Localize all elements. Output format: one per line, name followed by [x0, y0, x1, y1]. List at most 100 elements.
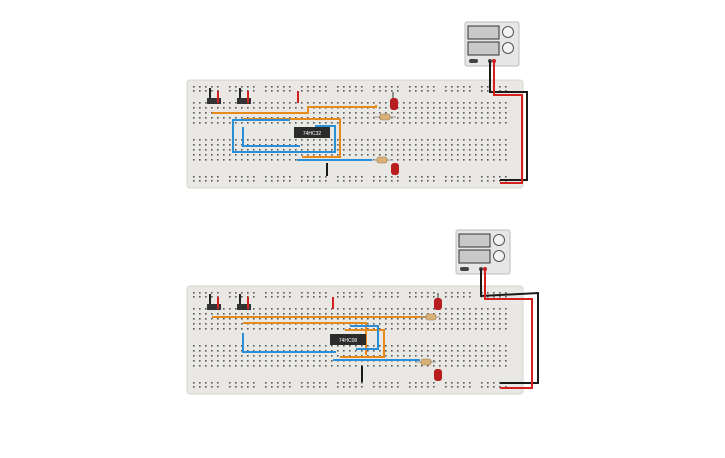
breadboard-hole: [421, 328, 423, 330]
breadboard-hole: [241, 365, 243, 367]
breadboard-hole: [229, 308, 231, 310]
breadboard-hole: [463, 159, 465, 161]
breadboard-hole: [355, 318, 357, 320]
breadboard-hole: [325, 308, 327, 310]
breadboard-hole: [241, 90, 243, 92]
breadboard-hole: [361, 176, 363, 178]
breadboard-hole: [325, 144, 327, 146]
breadboard-hole: [307, 308, 309, 310]
breadboard-hole: [223, 107, 225, 109]
breadboard-hole: [307, 144, 309, 146]
breadboard-hole: [349, 176, 351, 178]
power-supply-2-display-bottom: [458, 249, 491, 264]
breadboard-hole: [289, 328, 291, 330]
breadboard-hole: [481, 176, 483, 178]
switch-2a[interactable]: [207, 294, 221, 310]
breadboard-hole: [265, 90, 267, 92]
breadboard-hole: [367, 117, 369, 119]
breadboard-hole: [439, 328, 441, 330]
breadboard-hole: [475, 345, 477, 347]
breadboard-hole: [211, 296, 213, 298]
breadboard-hole: [235, 328, 237, 330]
breadboard-hole: [235, 180, 237, 182]
breadboard-hole: [199, 355, 201, 357]
breadboard-hole: [385, 176, 387, 178]
breadboard-hole: [361, 345, 363, 347]
breadboard-hole: [463, 296, 465, 298]
breadboard-hole: [505, 296, 507, 298]
breadboard-hole: [415, 345, 417, 347]
breadboard-hole: [421, 176, 423, 178]
breadboard-hole: [277, 139, 279, 141]
breadboard-hole: [253, 86, 255, 88]
power-supply-2-knob-current[interactable]: [493, 250, 505, 262]
power-supply-1-switch[interactable]: [469, 59, 478, 63]
breadboard-hole: [241, 154, 243, 156]
breadboard-hole: [427, 112, 429, 114]
breadboard-hole: [475, 318, 477, 320]
breadboard-hole: [499, 292, 501, 294]
power-supply-1-knob-current[interactable]: [502, 42, 514, 54]
breadboard-hole: [271, 382, 273, 384]
breadboard-hole: [391, 180, 393, 182]
breadboard-hole: [253, 102, 255, 104]
breadboard-hole: [469, 149, 471, 151]
breadboard-hole: [325, 345, 327, 347]
breadboard-hole: [373, 292, 375, 294]
power-supply-2-wire-red: [484, 269, 533, 389]
breadboard-hole: [403, 154, 405, 156]
breadboard-hole: [193, 122, 195, 124]
breadboard-hole: [433, 296, 435, 298]
breadboard-hole: [427, 107, 429, 109]
breadboard-hole: [217, 360, 219, 362]
breadboard-hole: [313, 386, 315, 388]
breadboard-hole: [229, 176, 231, 178]
breadboard-hole: [457, 139, 459, 141]
breadboard-hole: [211, 117, 213, 119]
breadboard-hole: [313, 144, 315, 146]
breadboard-hole: [283, 328, 285, 330]
breadboard-hole: [349, 102, 351, 104]
switch-1b[interactable]: [237, 88, 251, 104]
breadboard-hole: [499, 159, 501, 161]
breadboard-hole: [481, 360, 483, 362]
breadboard-hole: [307, 90, 309, 92]
breadboard-hole: [421, 144, 423, 146]
breadboard-hole: [289, 122, 291, 124]
breadboard-hole: [271, 90, 273, 92]
led-1b: [391, 163, 399, 175]
breadboard-hole: [439, 139, 441, 141]
breadboard-hole: [403, 350, 405, 352]
breadboard-hole: [463, 386, 465, 388]
switch-2b[interactable]: [237, 294, 251, 310]
breadboard-hole: [241, 350, 243, 352]
breadboard-hole: [493, 360, 495, 362]
breadboard-hole: [451, 117, 453, 119]
power-supply-2-switch[interactable]: [460, 267, 469, 271]
breadboard-hole: [241, 117, 243, 119]
power-supply-1-knob-voltage[interactable]: [502, 26, 514, 38]
breadboard-hole: [355, 382, 357, 384]
breadboard-hole: [205, 350, 207, 352]
led-1a-body: [390, 98, 398, 110]
breadboard-hole: [283, 122, 285, 124]
breadboard-hole: [409, 365, 411, 367]
breadboard-hole: [301, 360, 303, 362]
breadboard-hole: [433, 159, 435, 161]
breadboard-hole: [325, 117, 327, 119]
breadboard-hole: [325, 102, 327, 104]
breadboard-hole: [415, 350, 417, 352]
breadboard-hole: [199, 102, 201, 104]
power-supply-2-knob-voltage[interactable]: [493, 234, 505, 246]
breadboard-hole: [229, 355, 231, 357]
breadboard-hole: [283, 292, 285, 294]
breadboard-hole: [259, 308, 261, 310]
switch-1a[interactable]: [207, 88, 221, 104]
breadboard-hole: [487, 102, 489, 104]
breadboard-hole: [319, 149, 321, 151]
breadboard-hole: [457, 318, 459, 320]
breadboard-hole: [427, 345, 429, 347]
breadboard-hole: [457, 176, 459, 178]
breadboard-hole: [463, 90, 465, 92]
breadboard-hole: [253, 90, 255, 92]
